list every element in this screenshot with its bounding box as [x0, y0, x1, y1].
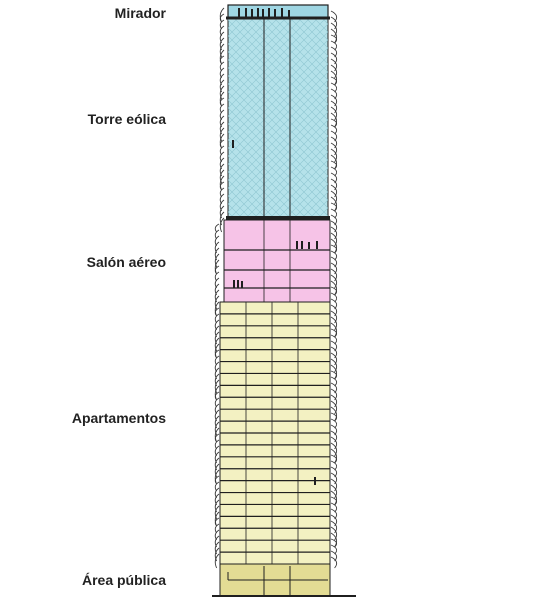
- vine-stroke: [214, 295, 220, 310]
- vine-stroke: [330, 232, 338, 247]
- vine-stroke: [330, 502, 338, 513]
- vine-stroke: [219, 139, 225, 149]
- vine-stroke: [214, 421, 220, 436]
- vine-stroke: [214, 517, 220, 527]
- vine-stroke: [330, 40, 338, 51]
- vine-stroke: [330, 418, 338, 429]
- vine-stroke: [214, 253, 220, 268]
- vine-stroke: [219, 217, 225, 233]
- wind-tower-mesh: [228, 18, 328, 218]
- vine-stroke: [330, 76, 338, 86]
- vine-stroke: [330, 100, 338, 114]
- vine-stroke: [330, 352, 338, 366]
- vine-stroke: [330, 244, 338, 254]
- vine-stroke: [330, 526, 338, 541]
- vine-stroke: [330, 394, 338, 408]
- vine-stroke: [330, 202, 338, 212]
- vine-stroke: [214, 433, 220, 443]
- vine-stroke: [330, 64, 338, 79]
- vine-stroke: [330, 436, 338, 450]
- vine-stroke: [330, 460, 338, 471]
- vine-stroke: [330, 442, 338, 457]
- zone-salon-aereo: [223, 219, 331, 303]
- people-figures-mirador: [238, 8, 290, 17]
- label-mirador: Mirador: [114, 5, 166, 21]
- people-figures-misc: [232, 140, 316, 485]
- vine-stroke: [330, 292, 338, 303]
- apartment-columns: [245, 302, 299, 564]
- vegetation-right: [330, 10, 338, 569]
- vine-stroke: [330, 190, 338, 205]
- vine-stroke: [214, 547, 220, 562]
- vegetation-left: [214, 7, 225, 569]
- vine-stroke: [330, 250, 338, 261]
- label-area-publica: Área pública: [81, 572, 166, 588]
- vine-stroke: [330, 316, 338, 331]
- vine-stroke: [214, 307, 220, 317]
- vine-stroke: [219, 43, 225, 58]
- vine-stroke: [330, 328, 338, 338]
- vine-stroke: [330, 268, 338, 282]
- vine-stroke: [330, 184, 338, 198]
- vine-stroke: [214, 505, 220, 520]
- vine-stroke: [214, 463, 220, 478]
- vine-stroke: [330, 142, 338, 156]
- label-apartamentos: Apartamentos: [71, 410, 166, 426]
- zone-mirador: [227, 4, 329, 19]
- vine-stroke: [330, 286, 338, 296]
- vine-stroke: [330, 22, 338, 37]
- vine-stroke: [214, 553, 220, 569]
- vine-stroke: [330, 358, 338, 373]
- vine-stroke: [219, 211, 225, 226]
- vine-stroke: [330, 556, 338, 569]
- vine-stroke: [214, 337, 220, 352]
- vine-stroke: [330, 274, 338, 289]
- vine-stroke: [330, 544, 338, 555]
- vine-stroke: [330, 496, 338, 506]
- vine-stroke: [330, 370, 338, 380]
- vine-stroke: [219, 127, 225, 142]
- vine-stroke: [330, 34, 338, 44]
- vine-stroke: [330, 334, 338, 345]
- vine-stroke: [330, 82, 338, 93]
- vine-stroke: [214, 391, 220, 401]
- vine-stroke: [330, 538, 338, 548]
- vine-stroke: [214, 265, 220, 275]
- vine-stroke: [330, 376, 338, 387]
- vine-stroke: [330, 160, 338, 170]
- vine-stroke: [330, 484, 338, 499]
- vine-stroke: [214, 349, 220, 359]
- people-figures-salon: [233, 241, 318, 288]
- vine-stroke: [330, 148, 338, 163]
- vine-stroke: [330, 106, 338, 121]
- vine-stroke: [330, 226, 338, 240]
- vine-stroke: [330, 118, 338, 128]
- vine-stroke: [214, 379, 220, 394]
- label-salon-aereo: Salón aéreo: [86, 254, 166, 270]
- vine-stroke: [219, 181, 225, 191]
- vine-stroke: [330, 16, 338, 30]
- vine-stroke: [219, 169, 225, 184]
- label-torre-eolica: Torre eólica: [87, 111, 166, 127]
- vine-stroke: [330, 412, 338, 422]
- vine-stroke: [219, 97, 225, 107]
- vine-stroke: [330, 454, 338, 464]
- public-area-frame: [227, 566, 328, 596]
- vine-stroke: [219, 55, 225, 65]
- vine-stroke: [219, 85, 225, 100]
- vine-stroke: [219, 13, 225, 23]
- apartment-floor-slabs: [220, 313, 330, 553]
- vine-stroke: [330, 166, 338, 177]
- vine-stroke: [214, 223, 220, 233]
- vine-stroke: [330, 208, 338, 219]
- vine-stroke: [330, 124, 338, 135]
- vine-stroke: [330, 520, 338, 534]
- vine-stroke: [214, 475, 220, 485]
- vine-stroke: [330, 400, 338, 415]
- vine-stroke: [330, 58, 338, 72]
- vine-stroke: [330, 478, 338, 492]
- vine-stroke: [330, 310, 338, 324]
